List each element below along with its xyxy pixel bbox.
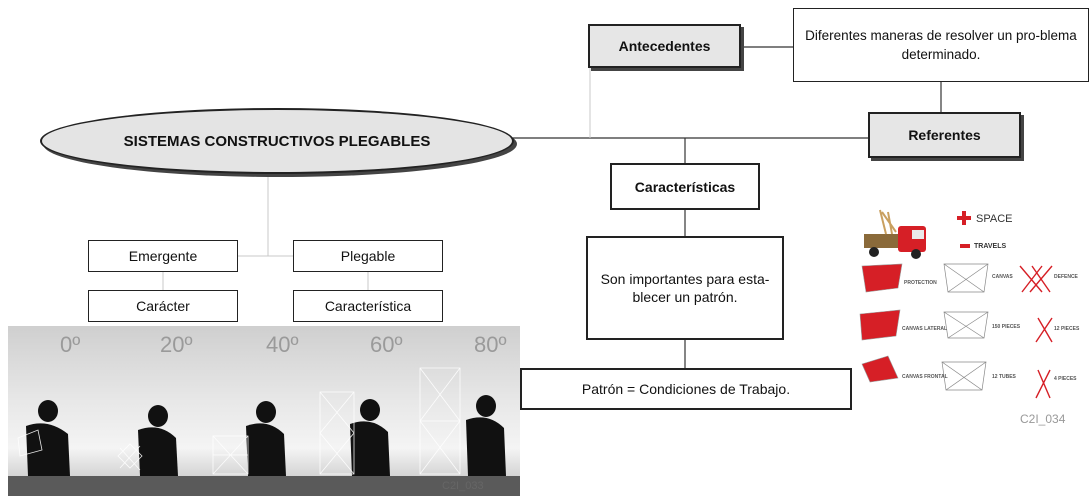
angle-label: 40º — [266, 332, 299, 357]
ref-label: DEFENCE — [1054, 274, 1078, 280]
referentes-label: Referentes — [908, 127, 981, 143]
caracteristicas-node: Características — [610, 163, 760, 210]
figure-code-033: C2I_033 — [442, 480, 484, 492]
ref-label: 4 PIECES — [1054, 376, 1077, 382]
travels-label: TRAVELS — [974, 243, 1007, 250]
plegable-label: Plegable — [340, 248, 396, 264]
diferentes-label: Diferentes maneras de resolver un pro-bl… — [805, 28, 1077, 62]
emergente-label: Emergente — [128, 248, 198, 264]
angle-label: 0º — [60, 332, 81, 357]
silhouettes-graphic — [8, 367, 520, 496]
referentes-node: Referentes — [868, 112, 1021, 158]
antecedentes-node: Antecedentes — [588, 24, 741, 68]
angle-label: 60º — [370, 332, 403, 357]
space-label: SPACE — [976, 213, 1013, 225]
son-importantes-node: Son importantes para esta-blecer un patr… — [586, 236, 784, 340]
ref-label: CANVAS — [992, 274, 1013, 280]
plegable-node: Plegable — [293, 240, 443, 272]
ref-label: CANVAS FRONTAL — [902, 374, 948, 380]
main-topic-label: SISTEMAS CONSTRUCTIVOS PLEGABLES — [123, 132, 431, 150]
patron-node: Patrón = Condiciones de Trabajo. — [520, 368, 852, 410]
emergente-node: Emergente — [88, 240, 238, 272]
caracteristicas-label: Características — [634, 178, 736, 195]
figure-code-034: C2I_034 — [1020, 412, 1066, 426]
angle-label: 80º — [474, 332, 507, 357]
son-importantes-label: Son importantes para esta-blecer un patr… — [600, 271, 770, 305]
caracteristica-node: Característica — [293, 290, 443, 322]
ref-label: 12 TUBES — [992, 374, 1016, 380]
truck-icon — [864, 209, 926, 259]
ref-label: 12 PIECES — [1054, 326, 1080, 332]
ref-label: CANVAS LATERAL — [902, 326, 948, 332]
diferentes-node: Diferentes maneras de resolver un pro-bl… — [793, 8, 1089, 82]
reference-graphics — [859, 209, 1053, 399]
angle-label: 20º — [160, 332, 193, 357]
caracter-label: Carácter — [136, 298, 190, 314]
caracteristica-label: Característica — [324, 298, 412, 314]
antecedentes-label: Antecedentes — [618, 38, 711, 54]
patron-label: Patrón = Condiciones de Trabajo. — [581, 381, 791, 397]
reference-sheet: SPACE TRAVELS PROTECTION CANVAS DEFENCE … — [852, 206, 1084, 430]
caracter-node: Carácter — [88, 290, 238, 322]
ref-label: PROTECTION — [904, 280, 937, 286]
main-topic-ellipse: SISTEMAS CONSTRUCTIVOS PLEGABLES — [40, 108, 514, 174]
folding-sequence-photo: 0º 20º 40º 60º 80º — [8, 326, 520, 496]
ref-label: 150 PIECES — [992, 324, 1021, 330]
